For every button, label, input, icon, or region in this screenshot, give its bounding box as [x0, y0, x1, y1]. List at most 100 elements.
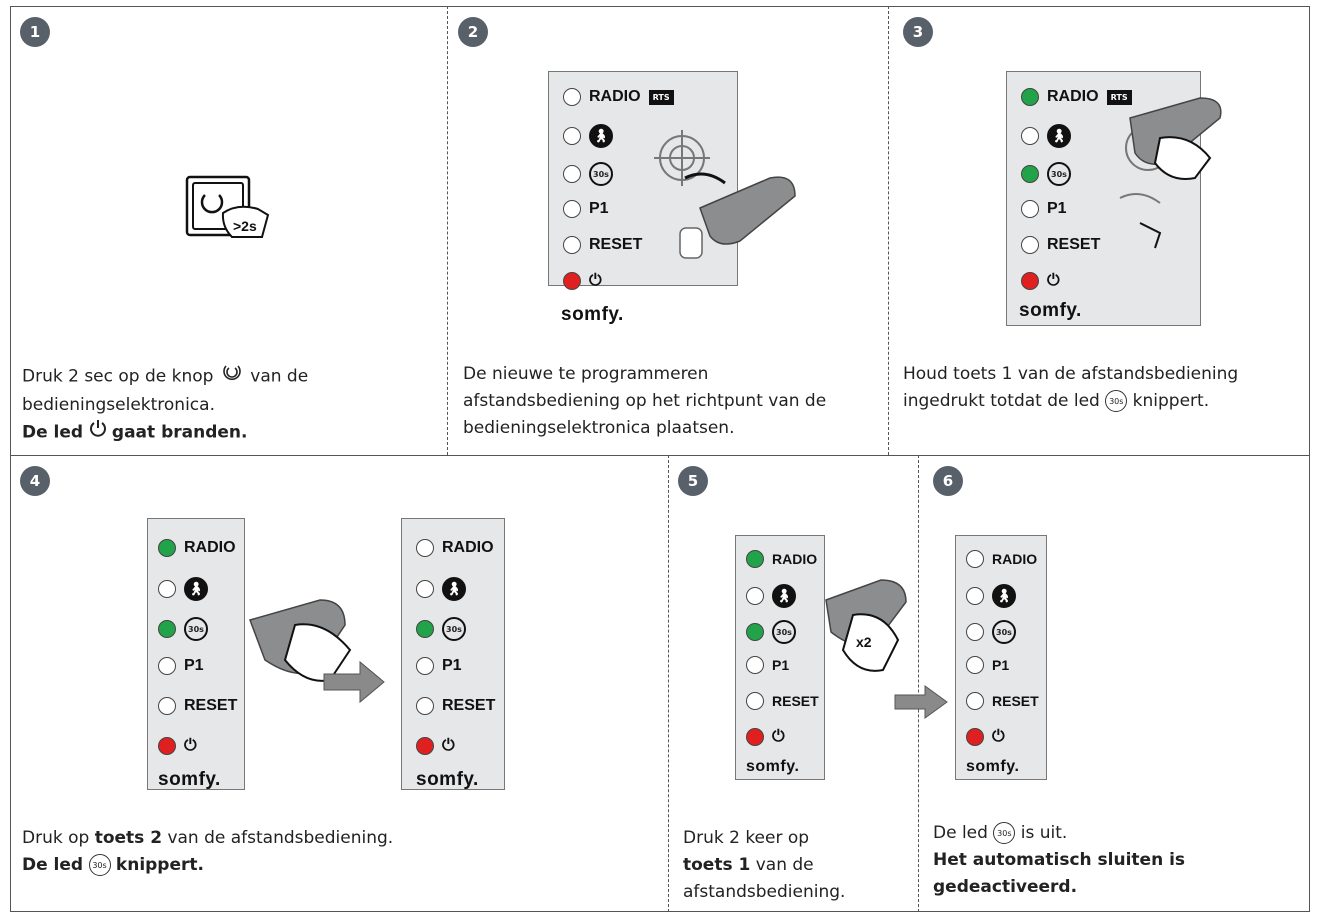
pedestrian-icon: 🚶︎: [589, 124, 613, 148]
timer-icon: 30s: [1047, 162, 1071, 186]
led-timer-blinking: [416, 620, 434, 638]
rts-icon: RTS: [648, 89, 674, 105]
led-reset: [966, 692, 984, 710]
power-icon: ⏻: [589, 272, 602, 289]
led-pedestrian: [966, 587, 984, 605]
led-timer: [563, 165, 581, 183]
s4-text-1b: toets 2: [94, 828, 163, 848]
control-panel-6: RADIO 🚶︎ 30s P1 RESET ⏻ somfy.: [955, 535, 1047, 780]
timer-icon: 30s: [772, 620, 796, 644]
label-p1: P1: [184, 657, 204, 674]
s1-text-1: Druk 2 sec op de knop: [22, 366, 214, 387]
label-radio: RADIO: [442, 539, 494, 556]
timer-icon: 30s: [993, 822, 1016, 844]
led-power: [966, 728, 984, 746]
led-radio: [746, 550, 764, 568]
instruction-frame: [10, 6, 1310, 912]
s6-bold-2: gedeactiveerd.: [933, 877, 1078, 897]
led-radio: [563, 88, 581, 106]
remote-placement-illustration: [640, 128, 800, 282]
label-radio: RADIO: [589, 88, 641, 105]
timer-icon: 30s: [88, 854, 111, 876]
led-pedestrian: [158, 580, 176, 598]
led-p1: [158, 657, 176, 675]
row-divider: [10, 455, 1310, 456]
led-p1: [1021, 200, 1039, 218]
timer-icon: 30s: [442, 617, 466, 641]
remote-press-illustration: [1110, 88, 1230, 262]
step-6-badge: 6: [933, 466, 963, 496]
s3-text-2b: knippert.: [1132, 391, 1210, 411]
somfy-logo: somfy.: [746, 758, 800, 775]
remote-double-press-illustration: x2: [818, 575, 914, 689]
led-p1: [746, 656, 764, 674]
step-5-caption: Druk 2 keer op toets 1 van de afstandsbe…: [683, 825, 913, 906]
led-reset: [416, 697, 434, 715]
label-p1: P1: [772, 657, 790, 673]
step-2-badge: 2: [458, 17, 488, 47]
s1-bold-b: gaat branden.: [111, 422, 248, 443]
led-pedestrian: [746, 587, 764, 605]
power-icon: [89, 419, 107, 446]
prog-button-icon: [219, 361, 245, 392]
s1-text-2: bedieningselektronica.: [22, 395, 215, 415]
pedestrian-icon: 🚶︎: [992, 584, 1016, 608]
control-panel-5: RADIO 🚶︎ 30s P1 RESET ⏻ somfy.: [735, 535, 825, 780]
led-timer-blinking: [158, 620, 176, 638]
label-p1: P1: [589, 200, 609, 217]
button-press-illustration: >2s: [183, 173, 273, 239]
label-radio: RADIO: [772, 551, 818, 567]
led-reset: [1021, 236, 1039, 254]
timer-icon: 30s: [992, 620, 1016, 644]
s2-text-2: afstandsbediening op het richtpunt van d…: [463, 391, 827, 411]
led-reset: [746, 692, 764, 710]
pedestrian-icon: 🚶︎: [1047, 124, 1071, 148]
led-pedestrian: [416, 580, 434, 598]
label-reset: RESET: [772, 693, 819, 709]
s5-text-1: Druk 2 keer op: [683, 828, 810, 848]
led-radio: [966, 550, 984, 568]
somfy-logo: somfy.: [966, 758, 1020, 775]
timer-icon: 30s: [589, 162, 613, 186]
s6-text-1a: De led: [933, 823, 988, 843]
s5-text-3: afstandsbediening.: [683, 882, 846, 902]
led-timer-blinking: [1021, 165, 1039, 183]
pedestrian-icon: 🚶︎: [772, 584, 796, 608]
step-6-caption: De led 30s is uit. Het automatisch sluit…: [933, 820, 1303, 901]
label-reset: RESET: [589, 236, 643, 253]
step-1-caption: Druk 2 sec op de knop van de bedieningse…: [22, 361, 442, 447]
divider-4-5: [668, 455, 669, 912]
s1-bold-a: De led: [22, 422, 84, 443]
led-timer-blinking: [746, 623, 764, 641]
press-count-label: x2: [856, 634, 872, 650]
step-5-badge: 5: [678, 466, 708, 496]
s6-text-1b: is uit.: [1020, 823, 1068, 843]
press-duration-label: >2s: [233, 218, 257, 234]
label-reset: RESET: [1047, 236, 1101, 253]
s4-text-1a: Druk op: [22, 828, 90, 848]
label-radio: RADIO: [1047, 88, 1099, 105]
led-radio: [158, 539, 176, 557]
led-power: [416, 737, 434, 755]
label-p1: P1: [992, 657, 1010, 673]
arrow-right-icon: [322, 660, 386, 708]
s2-text-1: De nieuwe te programmeren: [463, 364, 709, 384]
led-p1: [416, 657, 434, 675]
divider-1-2: [447, 6, 448, 455]
led-power: [746, 728, 764, 746]
led-p1: [563, 200, 581, 218]
led-pedestrian: [1021, 127, 1039, 145]
led-power: [158, 737, 176, 755]
s3-text-1: Houd toets 1 van de afstandsbediening: [903, 364, 1239, 384]
led-p1: [966, 656, 984, 674]
somfy-logo: somfy.: [1019, 300, 1082, 321]
label-reset: RESET: [184, 697, 238, 714]
power-icon: ⏻: [184, 737, 197, 754]
step-3-caption: Houd toets 1 van de afstandsbediening in…: [903, 361, 1303, 415]
led-power: [563, 272, 581, 290]
step-1-badge: 1: [20, 17, 50, 47]
somfy-logo: somfy.: [158, 769, 221, 790]
s2-text-3: bedieningselektronica plaatsen.: [463, 418, 735, 438]
power-icon: ⏻: [992, 728, 1005, 745]
divider-2-3: [888, 6, 889, 455]
